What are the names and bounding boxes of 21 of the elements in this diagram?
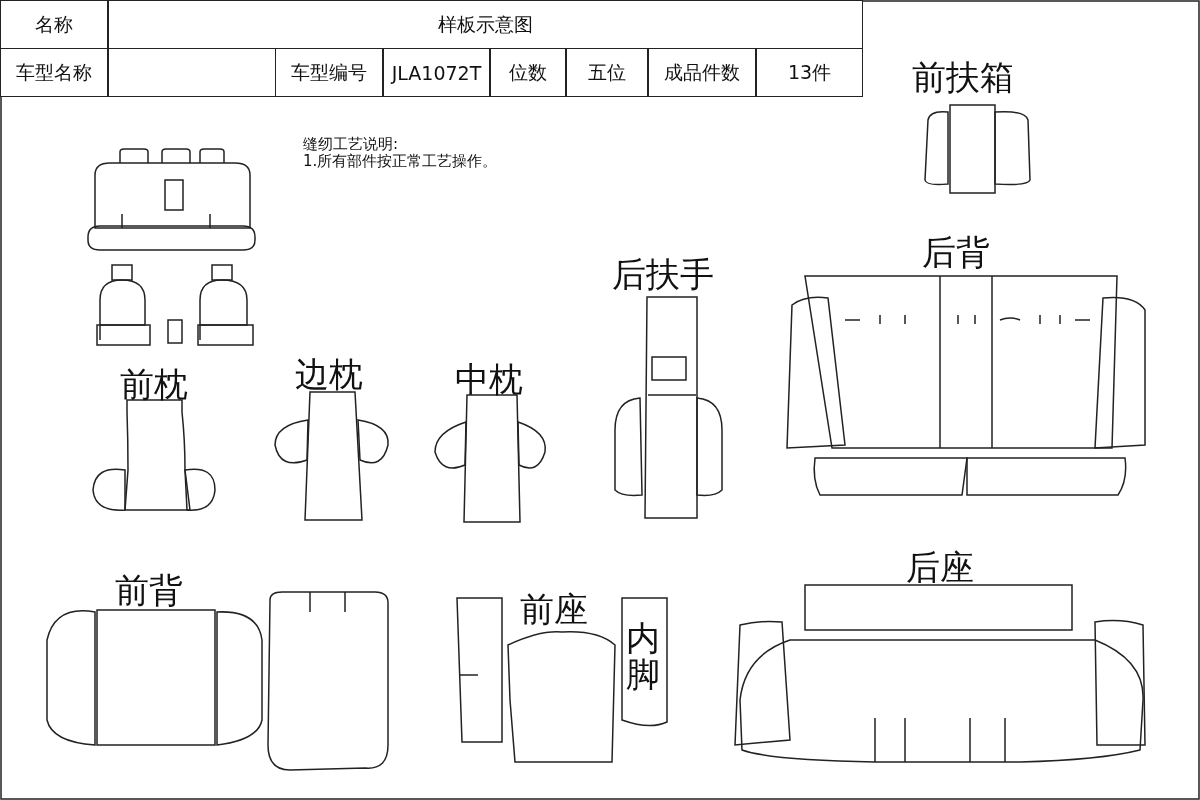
- part-label: 前座: [520, 588, 588, 631]
- table-cell: 五位: [566, 48, 648, 97]
- part-label: 后座: [906, 546, 974, 589]
- table-cell: 车型名称: [0, 48, 108, 97]
- table-cell: 车型编号: [275, 48, 383, 97]
- part-label: 前背: [115, 569, 183, 612]
- table-cell: 位数: [490, 48, 566, 97]
- table-cell: 成品件数: [648, 48, 756, 97]
- note-text: 缝纫工艺说明:: [303, 136, 399, 152]
- part-label: 前扶箱: [912, 56, 1014, 99]
- table-cell: 样板示意图: [108, 0, 863, 49]
- part-label: 内脚: [626, 620, 661, 692]
- table-cell: 名称: [0, 0, 108, 49]
- part-label: 后背: [922, 231, 990, 274]
- table-cell: JLA1072T: [383, 48, 490, 97]
- note-text: 1.所有部件按正常工艺操作。: [303, 153, 498, 169]
- part-label: 后扶手: [612, 253, 714, 296]
- part-label: 边枕: [295, 353, 363, 396]
- table-cell: 13件: [756, 48, 863, 97]
- part-label: 中枕: [455, 358, 523, 401]
- part-label: 前枕: [120, 363, 188, 406]
